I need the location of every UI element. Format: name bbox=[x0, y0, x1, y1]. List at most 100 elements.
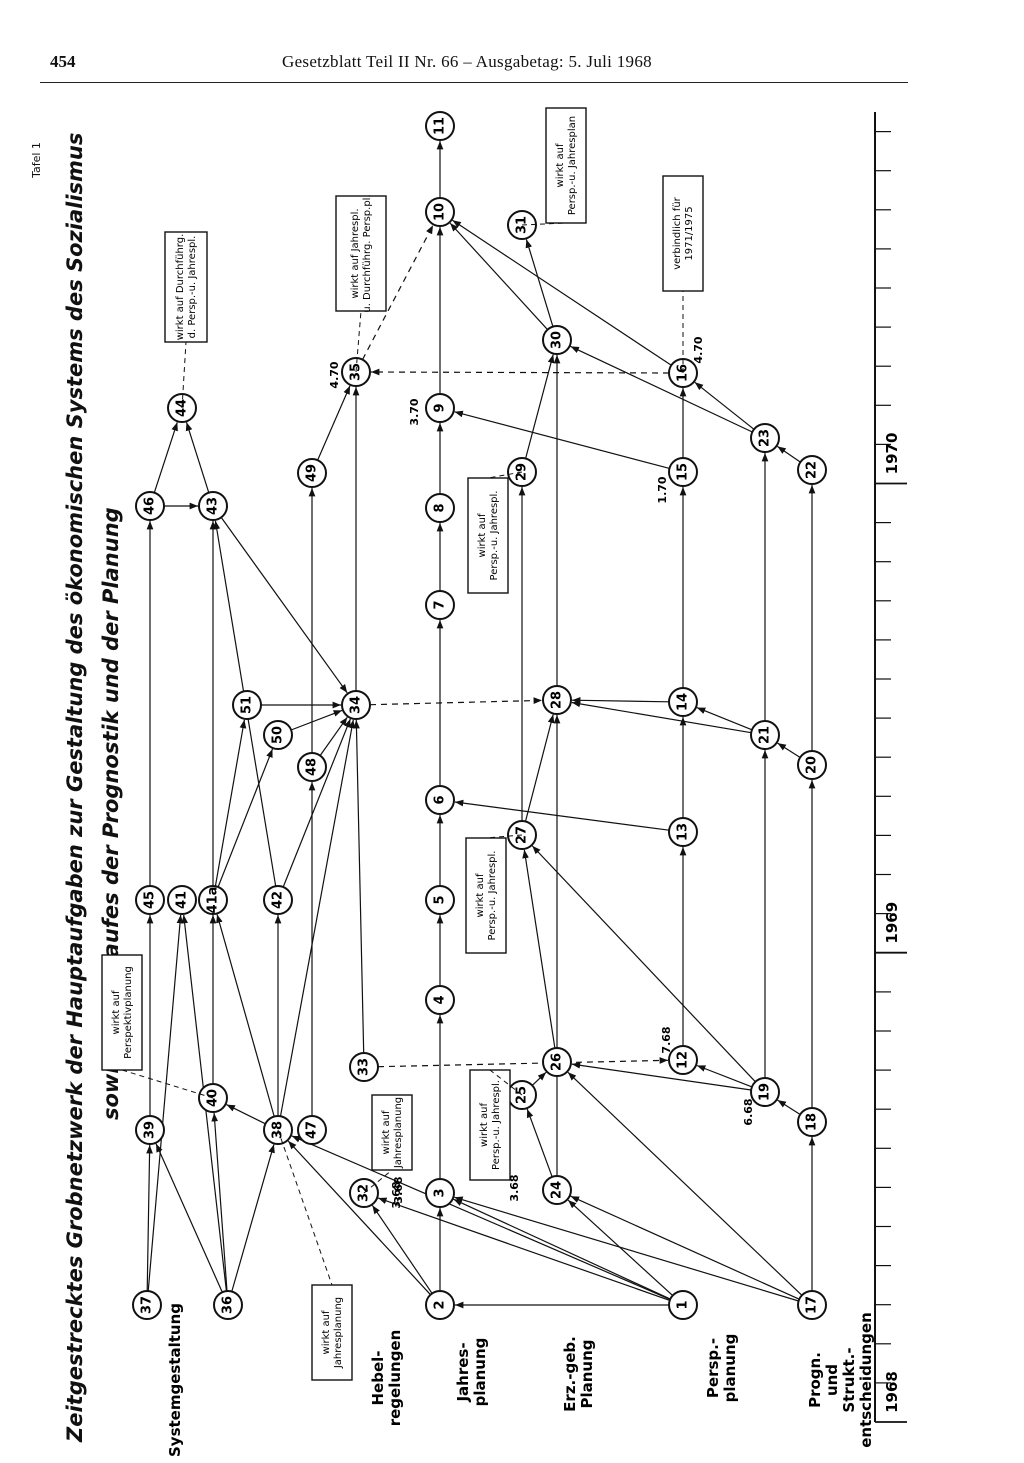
note-box-n4 bbox=[469, 1069, 511, 1181]
node-47: 47 bbox=[297, 1115, 327, 1145]
node-circle-22 bbox=[797, 455, 827, 485]
node-circle-48 bbox=[297, 752, 327, 782]
node-28: 28 bbox=[542, 685, 572, 715]
node-label-13: 13 bbox=[676, 823, 691, 841]
lane-label-system: Systemgestaltung bbox=[166, 1303, 184, 1457]
edge-27-28 bbox=[524, 714, 555, 822]
node-7: 7 bbox=[425, 590, 455, 620]
node-20: 20 bbox=[797, 750, 827, 780]
node-label-9: 9 bbox=[433, 403, 448, 412]
node-label-10: 10 bbox=[433, 203, 448, 221]
node-label-49: 49 bbox=[305, 464, 320, 482]
node-51: 51 bbox=[232, 690, 262, 720]
node-circle-23 bbox=[750, 423, 780, 453]
note-box-n3 bbox=[101, 954, 143, 1071]
node-circle-34 bbox=[341, 690, 371, 720]
node-label-20: 20 bbox=[805, 756, 820, 774]
node-label-43: 43 bbox=[206, 497, 221, 515]
node-label-7: 7 bbox=[433, 600, 448, 609]
note-n10: wirkt aufPersp.-u. Jahresplan bbox=[521, 107, 587, 226]
node-label-30: 30 bbox=[550, 331, 565, 349]
edge-16-10 bbox=[452, 219, 672, 366]
node-circle-28 bbox=[542, 685, 572, 715]
node-label-2: 2 bbox=[433, 1300, 448, 1309]
date-label-3: 3.68 bbox=[508, 1174, 521, 1201]
node-22: 22 bbox=[797, 455, 827, 485]
node-43: 43 bbox=[198, 491, 228, 521]
header-rule bbox=[40, 82, 908, 83]
note-box-n8 bbox=[164, 231, 208, 343]
node-14: 14 bbox=[668, 687, 698, 717]
note-text-n1: wirkt aufJahresplanung bbox=[321, 1297, 344, 1369]
note-connector-n3 bbox=[121, 1069, 214, 1099]
node-label-19: 19 bbox=[758, 1083, 773, 1101]
note-box-n6 bbox=[467, 477, 509, 594]
node-circle-10 bbox=[425, 197, 455, 227]
date-label-5: 7.68 bbox=[660, 1026, 673, 1053]
node-label-41: 41 bbox=[175, 891, 190, 909]
edge-23-16 bbox=[694, 381, 755, 430]
node-circle-14 bbox=[668, 687, 698, 717]
edge-37-39 bbox=[146, 1144, 153, 1292]
node-circle-15 bbox=[668, 457, 698, 487]
node-layer: 1234567891011121314151617181920212223242… bbox=[132, 111, 827, 1320]
edge-2-38 bbox=[287, 1140, 431, 1296]
edge-30-10 bbox=[449, 222, 549, 331]
timeline-year-1969: 1969 bbox=[883, 902, 901, 944]
node-circle-6 bbox=[425, 785, 455, 815]
node-label-26: 26 bbox=[550, 1053, 565, 1071]
note-text-n4: wirkt aufPersp.-u. Jahrespl. bbox=[479, 1080, 502, 1170]
edge-18-19 bbox=[777, 1099, 801, 1116]
node-label-36: 36 bbox=[221, 1296, 236, 1314]
node-label-23: 23 bbox=[758, 429, 773, 447]
edge-17-26 bbox=[567, 1071, 803, 1296]
edge-43-34 bbox=[220, 517, 348, 694]
edge-50-34 bbox=[290, 709, 343, 731]
note-text-n2: wirkt aufJahresplanung bbox=[381, 1097, 404, 1169]
note-connector-n1 bbox=[277, 1129, 333, 1286]
node-circle-20 bbox=[797, 750, 827, 780]
edge-1-38 bbox=[291, 1135, 671, 1300]
node-label-11: 11 bbox=[433, 117, 448, 135]
node-label-33: 33 bbox=[357, 1058, 372, 1076]
node-label-51: 51 bbox=[240, 696, 255, 714]
note-connector-n10 bbox=[521, 222, 567, 226]
note-connector-n4 bbox=[489, 1069, 523, 1096]
node-label-48: 48 bbox=[305, 758, 320, 776]
node-circle-2 bbox=[425, 1290, 455, 1320]
node-26: 26 bbox=[542, 1047, 572, 1077]
node-3: 3 bbox=[425, 1178, 455, 1208]
date-label-7: 3.70 bbox=[408, 398, 421, 425]
node-circle-13 bbox=[668, 817, 698, 847]
node-circle-21 bbox=[750, 720, 780, 750]
node-circle-9 bbox=[425, 393, 455, 423]
node-circle-3 bbox=[425, 1178, 455, 1208]
edge-41a-50 bbox=[217, 748, 274, 888]
node-2: 2 bbox=[425, 1290, 455, 1320]
node-42: 42 bbox=[263, 885, 293, 915]
edge-48-34 bbox=[319, 716, 348, 756]
page-number: 454 bbox=[50, 52, 76, 71]
node-label-41a: 41a bbox=[206, 887, 221, 914]
edge-36-39 bbox=[155, 1143, 223, 1293]
note-connector-n7 bbox=[355, 310, 362, 373]
node-label-4: 4 bbox=[433, 995, 448, 1004]
edge-26-27 bbox=[522, 849, 556, 1049]
edge-46-44 bbox=[153, 422, 178, 493]
edge-38-41a bbox=[216, 914, 275, 1117]
edge-19-12 bbox=[696, 1064, 753, 1088]
node-4: 4 bbox=[425, 985, 455, 1015]
note-n8: wirkt auf Durchführg.d. Persp.-u. Jahres… bbox=[164, 231, 208, 409]
node-48: 48 bbox=[297, 752, 327, 782]
node-label-21: 21 bbox=[758, 726, 773, 744]
lane-label-erz: Erz.-geb.Planung bbox=[561, 1336, 596, 1412]
node-41a: 41a bbox=[198, 885, 228, 915]
node-12: 12 bbox=[668, 1045, 698, 1075]
node-39: 39 bbox=[135, 1115, 165, 1145]
node-8: 8 bbox=[425, 493, 455, 523]
node-circle-51 bbox=[232, 690, 262, 720]
node-label-5: 5 bbox=[433, 895, 448, 904]
